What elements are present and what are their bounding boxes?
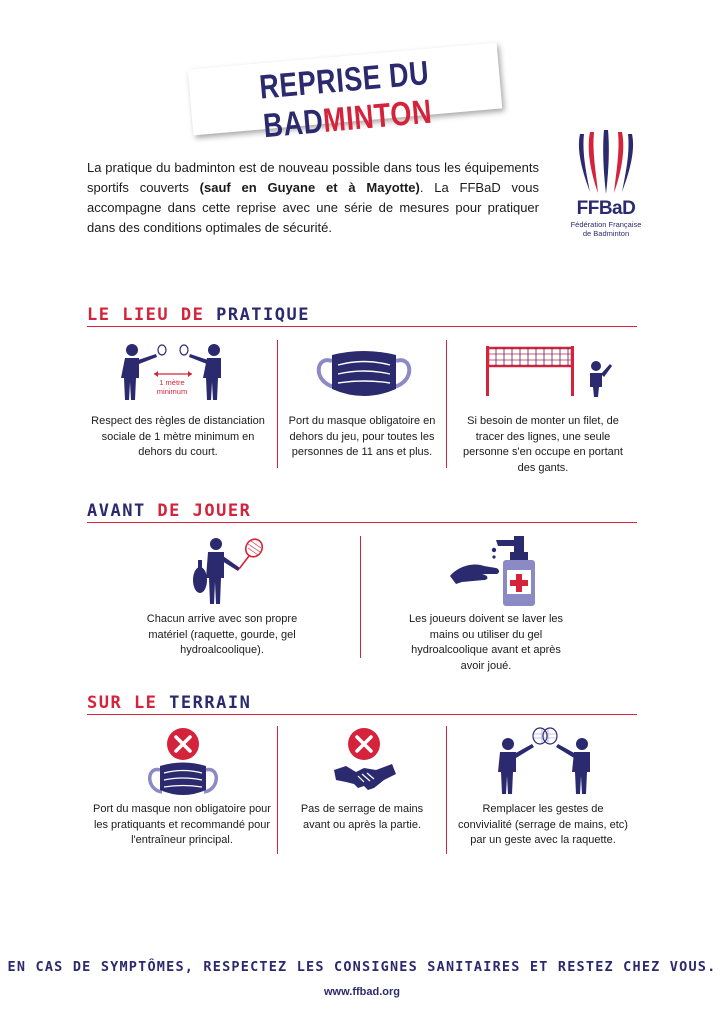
section-title-avant-b: DE JOUER: [157, 501, 252, 521]
face-mask-icon: [316, 351, 412, 396]
caption-sanitizer: Les joueurs doivent se laver les mains o…: [408, 613, 564, 672]
no-handshake-icon: [334, 728, 396, 790]
caption-distance: Respect des règles de distanciation soci…: [91, 415, 265, 458]
column-divider: [446, 726, 447, 854]
title-part-2: MINTON: [321, 92, 434, 140]
caption-net: Si besoin de monter un filet, de tracer …: [463, 415, 623, 474]
page-title: REPRISE DU BADMINTON: [188, 48, 504, 152]
mask-not-required-icon: [148, 728, 218, 795]
section-title-lieu-b: PRATIQUE: [216, 305, 310, 325]
intro-bold: (sauf en Guyane et à Mayotte): [199, 180, 420, 195]
caption-equipment: Chacun arrive avec son propre matériel (…: [146, 613, 298, 656]
title-banner: REPRISE DU BADMINTON: [187, 42, 503, 145]
caption-handshake: Pas de serrage de mains avant ou après l…: [300, 803, 424, 831]
section-rule: [87, 714, 637, 715]
column-divider: [360, 536, 361, 658]
ffbad-logo: FFBaD Fédération Française de Badminton: [566, 130, 646, 245]
section-title-terrain-b: TERRAIN: [169, 693, 252, 713]
logo-brand: FFBaD: [576, 198, 636, 219]
section-rule: [87, 522, 637, 523]
section-title-lieu: LE LIEU DE PRATIQUE: [87, 305, 310, 325]
logo-line-2: de Badminton: [582, 229, 630, 238]
caption-mask-optional: Port du masque non obligatoire pour les …: [93, 803, 271, 846]
caption-mask: Port du masque obligatoire en dehors du …: [288, 415, 436, 458]
hand-sanitizer-icon: [450, 536, 535, 606]
intro-text-1: La pratique du badminton est de nouveau …: [87, 160, 539, 195]
distance-players-icon: [121, 344, 221, 400]
column-divider: [277, 340, 278, 468]
section-rule: [87, 326, 637, 327]
shuttlecock-feathers-icon: [578, 130, 634, 194]
section-title-lieu-a: LE LIEU DE: [87, 305, 217, 325]
footer-warning: EN CAS DE SYMPTÔMES, RESPECTEZ LES CONSI…: [7, 959, 717, 975]
column-divider: [446, 340, 447, 468]
section-title-terrain: SUR LE TERRAIN: [87, 693, 251, 713]
intro-text-2: . La FFBaD vous accompagne dans cette re…: [87, 180, 539, 235]
section-title-avant-a: AVANT: [87, 501, 158, 521]
section-title-avant: AVANT DE JOUER: [87, 501, 251, 521]
column-divider: [277, 726, 278, 854]
logo-line-1: Fédération Française: [570, 220, 642, 229]
racket-greeting-icon: [498, 727, 590, 794]
section-title-terrain-a: SUR LE: [87, 693, 170, 713]
distance-label: 1 mètre minimum: [156, 378, 188, 396]
net-person-icon: [486, 346, 612, 397]
website-link[interactable]: www.ffbad.org: [324, 986, 400, 998]
player-equipment-icon: [193, 538, 264, 604]
intro-paragraph: La pratique du badminton est de nouveau …: [87, 158, 539, 238]
caption-racket: Remplacer les gestes de convivialité (se…: [458, 803, 628, 846]
